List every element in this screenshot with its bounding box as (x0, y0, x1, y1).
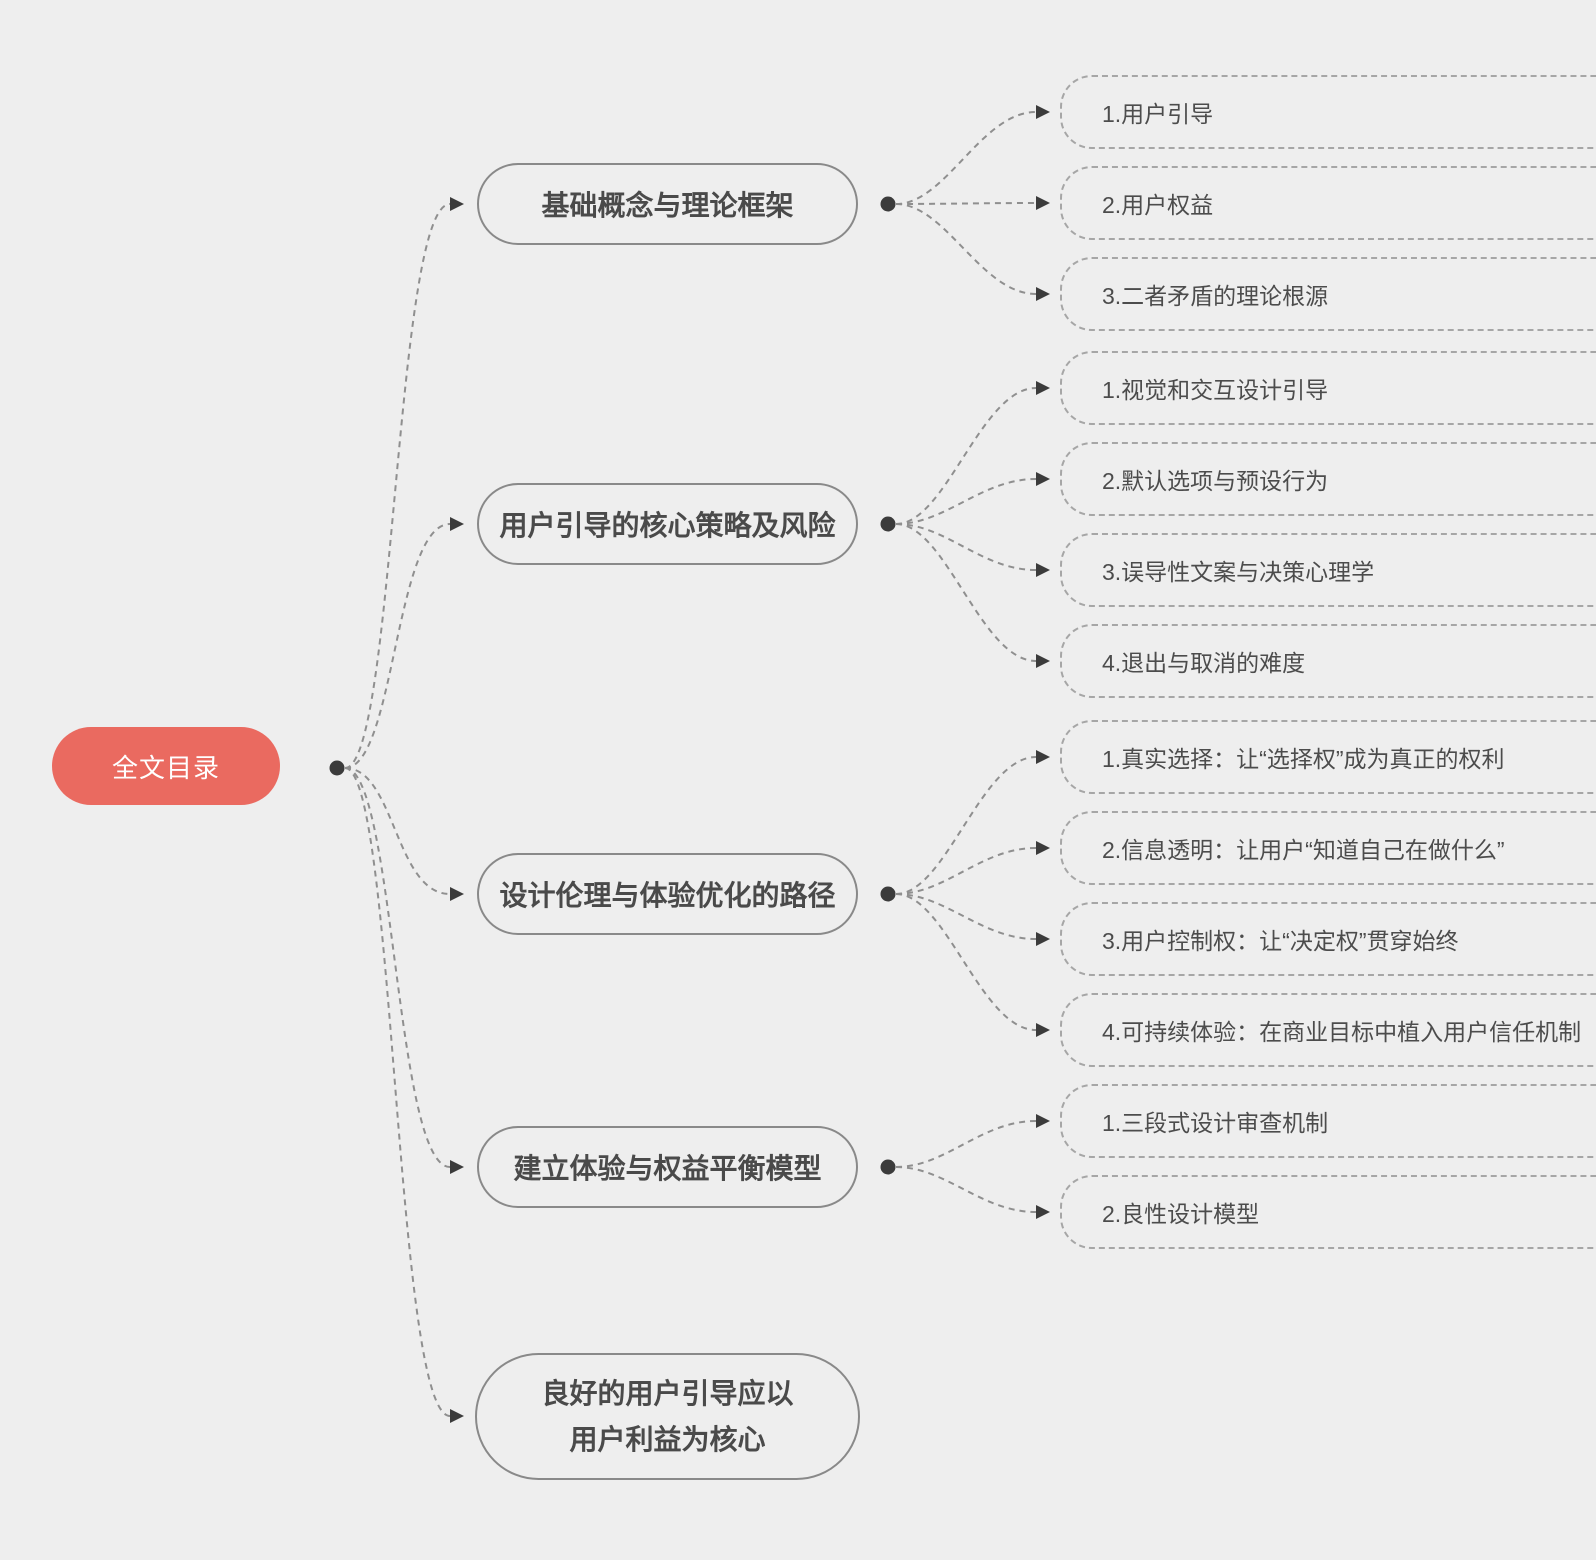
branch-node-label: 基础概念与理论框架 (541, 190, 794, 221)
arrowhead-icon (1036, 654, 1050, 668)
connector-curve (344, 523, 451, 769)
arrowhead-icon (1036, 472, 1050, 486)
connector-curve (344, 767, 451, 895)
leaf-node[interactable]: 4.可持续体验：在商业目标中植入用户信任机制 (1060, 993, 1596, 1067)
arrowhead-icon (1036, 381, 1050, 395)
arrowhead-icon (1036, 1205, 1050, 1219)
connector-curve (895, 893, 1037, 1031)
arrowhead-icon (1036, 841, 1050, 855)
arrowhead-icon (1036, 105, 1050, 119)
branch-node-label: 设计伦理与体验优化的路径 (499, 880, 836, 911)
leaf-node[interactable]: 1.三段式设计审查机制 (1060, 1084, 1596, 1158)
leaf-node[interactable]: 3.用户控制权：让“决定权”贯穿始终 (1060, 902, 1596, 976)
connector-curve (344, 767, 451, 1168)
arrowhead-icon (1036, 750, 1050, 764)
leaf-node-label: 3.误导性文案与决策心理学 (1102, 559, 1375, 585)
arrowhead-icon (1036, 196, 1050, 210)
leaf-node-label: 2.良性设计模型 (1102, 1201, 1260, 1227)
connector-curve (895, 478, 1037, 525)
arrowhead-icon (1036, 932, 1050, 946)
root-node[interactable]: 全文目录 (52, 727, 280, 805)
branch-node-concepts[interactable]: 基础概念与理论框架 (477, 163, 858, 245)
leaf-node[interactable]: 4.退出与取消的难度 (1060, 624, 1596, 698)
leaf-node[interactable]: 3.二者矛盾的理论根源 (1060, 257, 1596, 331)
branch-point-dot (880, 886, 896, 902)
root-node-label: 全文目录 (111, 752, 220, 783)
connector-curve (895, 1166, 1037, 1213)
branch-node-strategies[interactable]: 用户引导的核心策略及风险 (477, 483, 858, 565)
arrowhead-icon (450, 197, 464, 211)
branch-node-ethics[interactable]: 设计伦理与体验优化的路径 (477, 853, 858, 935)
branch-point-dot (880, 516, 896, 532)
leaf-node[interactable]: 2.用户权益 (1060, 166, 1596, 240)
arrowhead-icon (450, 1160, 464, 1174)
leaf-node-label: 1.视觉和交互设计引导 (1102, 377, 1329, 403)
branch-node-label: 用户引导的核心策略及风险 (499, 510, 836, 541)
branch-node-label-line2: 用户利益为核心 (569, 1423, 766, 1455)
leaf-node[interactable]: 2.良性设计模型 (1060, 1175, 1596, 1249)
leaf-node-label: 1.用户引导 (1102, 101, 1214, 127)
arrowhead-icon (1036, 1114, 1050, 1128)
leaf-node-label: 2.默认选项与预设行为 (1102, 468, 1329, 494)
branch-point-dot (329, 760, 345, 776)
arrowhead-icon (1036, 287, 1050, 301)
connector-curve (895, 756, 1037, 895)
connector-curve (895, 1120, 1037, 1168)
connector-curve (895, 847, 1037, 895)
arrowhead-icon (1036, 1023, 1050, 1037)
connector-curve (895, 523, 1037, 571)
connector-curve (895, 111, 1037, 205)
arrowhead-icon (1036, 563, 1050, 577)
leaf-node-label: 2.用户权益 (1102, 192, 1214, 218)
leaf-node[interactable]: 1.视觉和交互设计引导 (1060, 351, 1596, 425)
branch-node-label: 建立体验与权益平衡模型 (513, 1153, 822, 1184)
leaf-node[interactable]: 2.默认选项与预设行为 (1060, 442, 1596, 516)
arrowhead-icon (450, 887, 464, 901)
connector-curve (895, 523, 1037, 662)
branch-node-conclusion[interactable]: 良好的用户引导应以 用户利益为核心 (475, 1353, 860, 1480)
leaf-node-label: 1.三段式设计审查机制 (1102, 1110, 1329, 1136)
arrowhead-icon (450, 1409, 464, 1423)
connector-curve (895, 203, 1037, 295)
branch-point-dot (880, 196, 896, 212)
leaf-node[interactable]: 1.真实选择：让“选择权”成为真正的权利 (1060, 720, 1596, 794)
leaf-node[interactable]: 2.信息透明：让用户“知道自己在做什么” (1060, 811, 1596, 885)
branch-node-label-line1: 良好的用户引导应以 (541, 1377, 794, 1409)
leaf-node[interactable]: 1.用户引导 (1060, 75, 1596, 149)
leaf-node-label: 2.信息透明：让用户“知道自己在做什么” (1102, 837, 1505, 863)
branch-node-balance-model[interactable]: 建立体验与权益平衡模型 (477, 1126, 858, 1208)
leaf-node-label: 4.可持续体验：在商业目标中植入用户信任机制 (1102, 1019, 1582, 1045)
arrowhead-icon (450, 517, 464, 531)
connector-curve (344, 767, 451, 1417)
leaf-node-label: 3.用户控制权：让“决定权”贯穿始终 (1102, 928, 1459, 954)
connector-curve (895, 387, 1037, 525)
connector-curve (895, 202, 1037, 205)
leaf-node-label: 3.二者矛盾的理论根源 (1102, 283, 1329, 309)
connector-curve (895, 893, 1037, 940)
leaf-node-label: 1.真实选择：让“选择权”成为真正的权利 (1102, 746, 1505, 772)
leaf-node-label: 4.退出与取消的难度 (1102, 650, 1306, 676)
leaf-node[interactable]: 3.误导性文案与决策心理学 (1060, 533, 1596, 607)
branch-point-dot (880, 1159, 896, 1175)
connector-curve (344, 203, 451, 769)
